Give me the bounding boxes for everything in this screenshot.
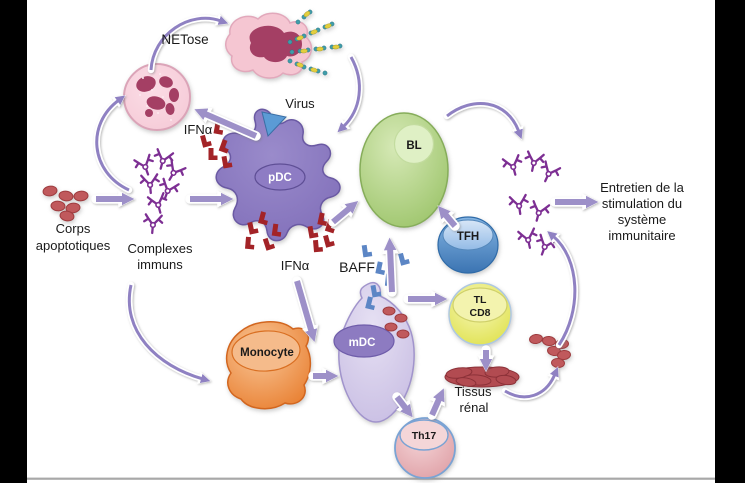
arrow-complexes-to-neutrophil (93, 95, 133, 194)
netose-label: NETose (161, 32, 208, 47)
arrow-nets-to-pdc (336, 53, 363, 133)
th17-label-ellipse (399, 419, 449, 451)
arrow-tfh-to-bl (437, 205, 460, 231)
arrow-ifn-to-mdc (292, 276, 319, 343)
apoptotic-bodies-left (42, 185, 89, 222)
arrow-pdc-to-bl (328, 200, 359, 227)
neutrophil-nucleus (136, 76, 179, 117)
netosing-cell (225, 9, 343, 79)
virus-label: Virus (285, 96, 315, 111)
tl-cd8-label-line2: CD8 (469, 307, 490, 319)
entretien-label-line2: stimulation du (602, 196, 682, 211)
tl-cd8-cell: TL CD8 (448, 282, 512, 346)
pdc-label-ellipse (254, 163, 306, 191)
left-black-bar (0, 0, 27, 483)
complexes-immuns-label-line1: Complexes (127, 241, 193, 256)
mdc-label: mDC (349, 337, 376, 349)
arrow-complexes-to-monocyte (126, 281, 212, 385)
tfh-cell: TFH (437, 216, 499, 274)
arrow-th17-to-tissue (427, 387, 446, 420)
tfh-label: TFH (457, 231, 479, 243)
bottom-divider (27, 477, 715, 480)
net-strands (287, 9, 343, 76)
corps-apoptotiques-label-line1: Corps (56, 221, 91, 236)
right-black-bar (715, 0, 745, 483)
complexes-immuns-label-line2: immuns (137, 257, 183, 272)
arrow-bl-to-antibodies (443, 100, 524, 140)
neutrophil-speckles (139, 73, 172, 121)
entretien-label-line1: Entretien de la (600, 180, 685, 195)
arrow-pdc-to-neutrophil (193, 107, 261, 141)
arrow-neutrophil-to-netose (147, 13, 229, 74)
baff-label: BAFF (339, 259, 375, 275)
bl-cell: BL (359, 112, 449, 228)
tl-cd8-label-ellipse (452, 287, 508, 323)
neutrophil-cell (123, 63, 191, 131)
corps-apoptotiques-label-line2: apoptotiques (36, 238, 111, 253)
tissus-renal-label-line1: Tissus (454, 384, 492, 399)
arrow-tissue-to-apoptotic (501, 366, 560, 401)
bl-label-circle (393, 123, 435, 165)
th17-cell: Th17 (394, 417, 456, 479)
mdc-cell: mDC (333, 282, 415, 423)
pdc-label: pDC (268, 172, 292, 184)
renal-tissue (444, 366, 520, 388)
flow-arrows (91, 13, 600, 420)
tl-cd8-label-line1: TL (474, 294, 487, 306)
monocyte-cell: Monocyte (225, 321, 312, 410)
bl-label: BL (406, 140, 421, 152)
netosing-nucleus (249, 25, 302, 63)
pdc-cell: pDC (215, 108, 341, 242)
mdc-apoptotic-bodies (382, 306, 410, 339)
th17-label: Th17 (412, 430, 437, 442)
arrow-apoptotic-to-antibodies (546, 230, 578, 349)
mdc-label-ellipse (333, 324, 395, 358)
ifn-alpha-lower-label: IFNα (281, 258, 310, 273)
arrow-mdc-to-th17 (392, 392, 414, 419)
tissus-renal-label-line2: rénal (460, 400, 489, 415)
monocyte-label-ellipse (231, 330, 301, 372)
monocyte-label: Monocyte (240, 347, 294, 359)
arrow-baff-to-bl (381, 236, 399, 297)
ifn-alpha-upper-label: IFNα (184, 122, 213, 137)
virus-particle (261, 111, 287, 138)
entretien-label-line4: immunitaire (608, 228, 675, 243)
entretien-label-line3: système (618, 212, 666, 227)
